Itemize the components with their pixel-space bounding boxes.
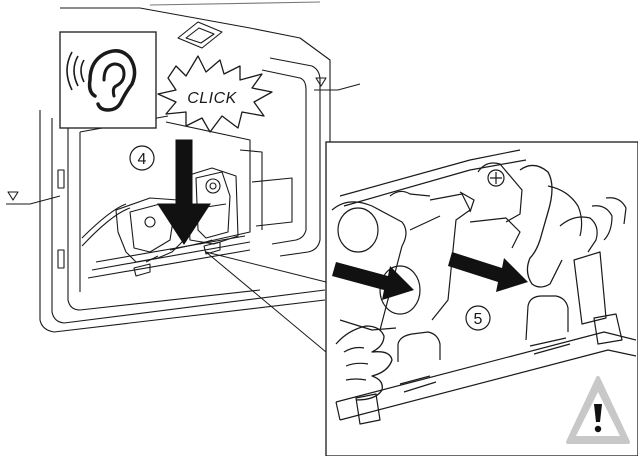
ear-icon (60, 32, 156, 128)
step-5-label: 5 (474, 311, 483, 328)
step-4-marker: 4 (130, 146, 154, 170)
click-label: CLICK (187, 90, 237, 107)
step-4-label: 4 (138, 151, 147, 168)
push-down-arrow (158, 140, 210, 244)
click-burst: CLICK (158, 56, 272, 132)
detail-panel: 5 (326, 142, 638, 456)
step-5-marker: 5 (466, 306, 490, 330)
